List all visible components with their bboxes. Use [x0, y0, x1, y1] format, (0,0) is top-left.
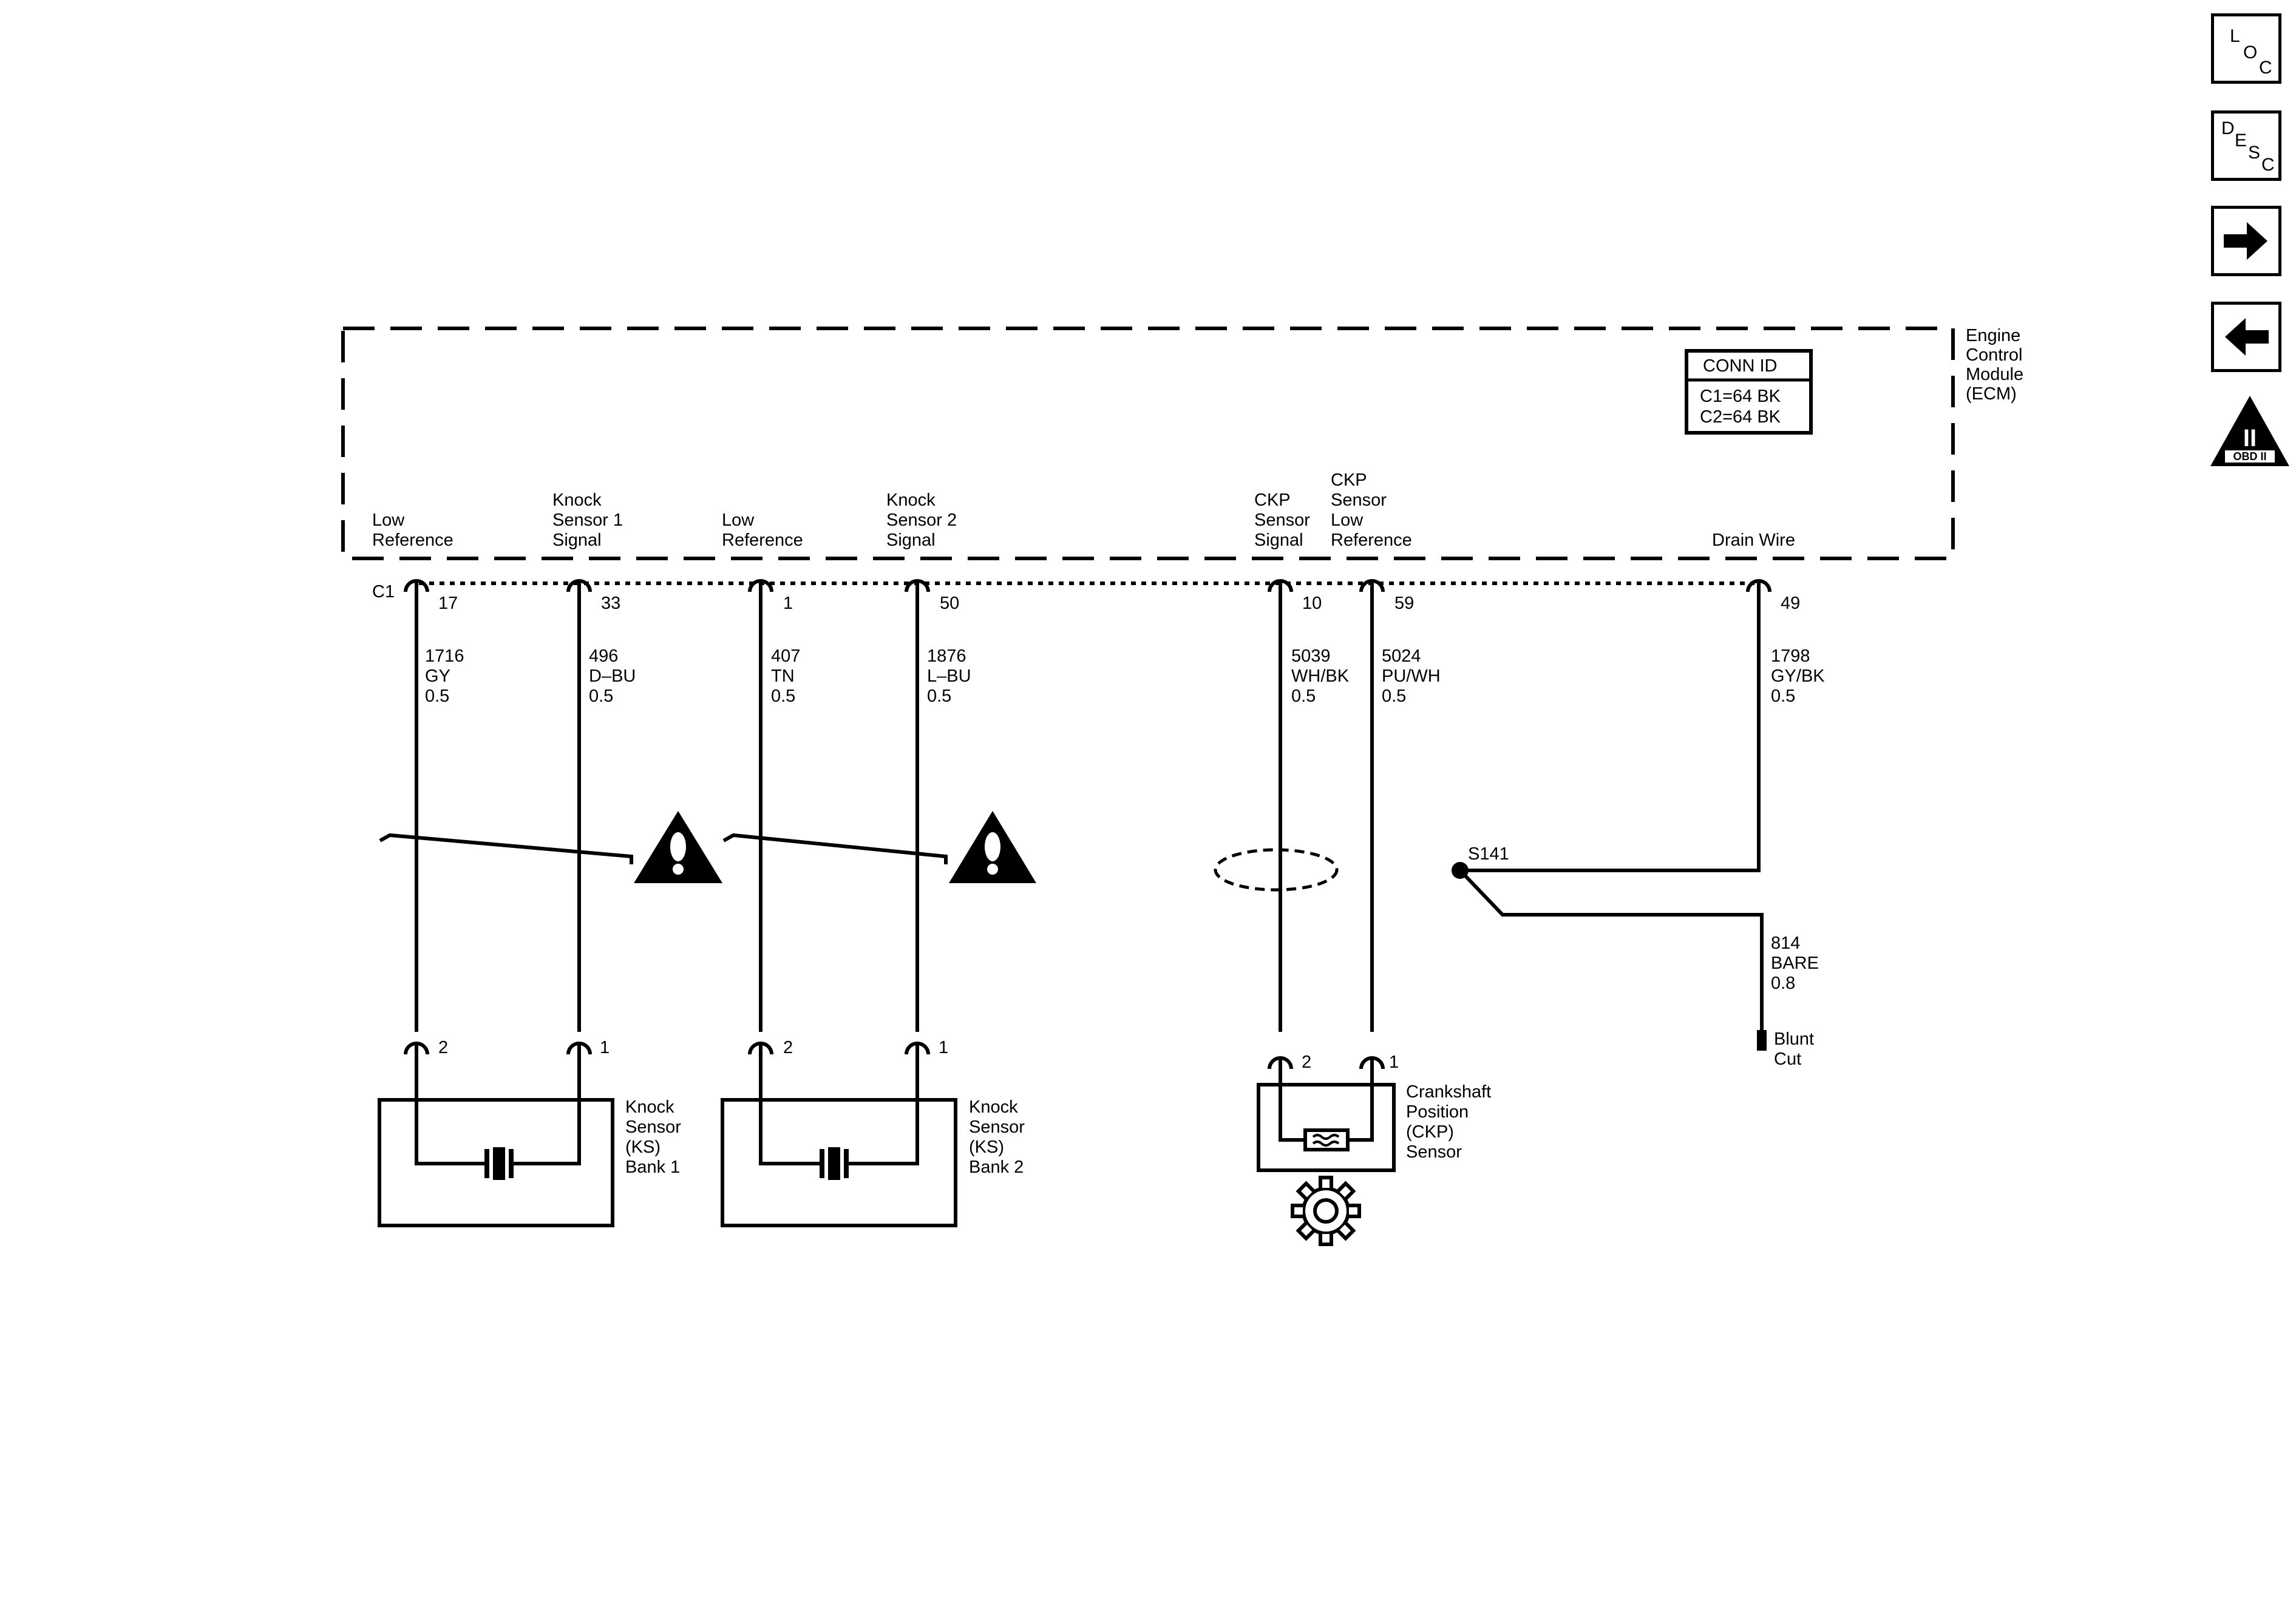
warning-icon — [634, 811, 722, 883]
obd-label: OBD II — [2233, 450, 2266, 463]
piezo-element-icon — [484, 1149, 489, 1178]
ckp-sensor — [1257, 1083, 1396, 1172]
splice-label: S141 — [1468, 844, 1509, 864]
pin-number: 33 — [601, 594, 620, 613]
gear-icon — [1291, 1176, 1361, 1246]
back-button[interactable] — [2211, 302, 2281, 372]
pin-number: 1 — [1389, 1053, 1399, 1072]
obd-ii-button[interactable]: II OBD II — [2209, 395, 2291, 467]
obd-label: II — [2243, 425, 2257, 452]
pin-number: 1 — [939, 1038, 948, 1057]
shield-ellipse — [1214, 848, 1339, 892]
pin-number: 1 — [600, 1038, 610, 1057]
connector-c1-label: C1 — [372, 582, 395, 602]
loc-button[interactable]: L O C — [2211, 13, 2281, 84]
conn-id-box: CONN ID C1=64 BK C2=64 BK — [1685, 349, 1813, 435]
pin-number: 17 — [438, 594, 458, 613]
pin-number: 2 — [783, 1038, 793, 1057]
ecm-title: Engine Control Module (ECM) — [1966, 326, 2028, 404]
blunt-cut-end — [1757, 1030, 1767, 1051]
conn-id-line: C2=64 BK — [1700, 407, 1781, 427]
pin-number: 49 — [1781, 594, 1800, 613]
pin-number: 50 — [940, 594, 959, 613]
wires — [415, 589, 1764, 1032]
pin-number: 10 — [1302, 594, 1322, 613]
conn-id-header: CONN ID — [1703, 356, 1777, 376]
pin-number: 2 — [438, 1038, 448, 1057]
component-pin-terminals — [404, 1042, 1385, 1085]
pin-number: 59 — [1394, 594, 1414, 613]
arrow-left-icon — [2225, 318, 2269, 356]
knock-sensor-bank-2 — [721, 1071, 957, 1227]
ecm-outline — [341, 327, 1955, 560]
desc-button[interactable]: D E S C — [2211, 110, 2281, 181]
ecm-pin-terminals — [404, 579, 1771, 592]
piezo-element-icon — [820, 1149, 824, 1178]
pin-number: 2 — [1302, 1053, 1311, 1072]
pin-label-drain-wire: Drain Wire — [1712, 531, 1795, 550]
arrow-right-icon — [2224, 222, 2267, 260]
wire-1798 — [1460, 589, 1761, 872]
conn-id-line: C1=64 BK — [1700, 387, 1781, 406]
wire-814 — [1458, 869, 1764, 1032]
pin-number: 1 — [783, 594, 793, 613]
splice-s141 — [1452, 862, 1469, 879]
twisted-pair-marker — [379, 833, 948, 864]
next-button[interactable] — [2211, 206, 2281, 276]
warning-icon — [949, 811, 1036, 883]
knock-sensor-bank-1 — [378, 1071, 614, 1227]
